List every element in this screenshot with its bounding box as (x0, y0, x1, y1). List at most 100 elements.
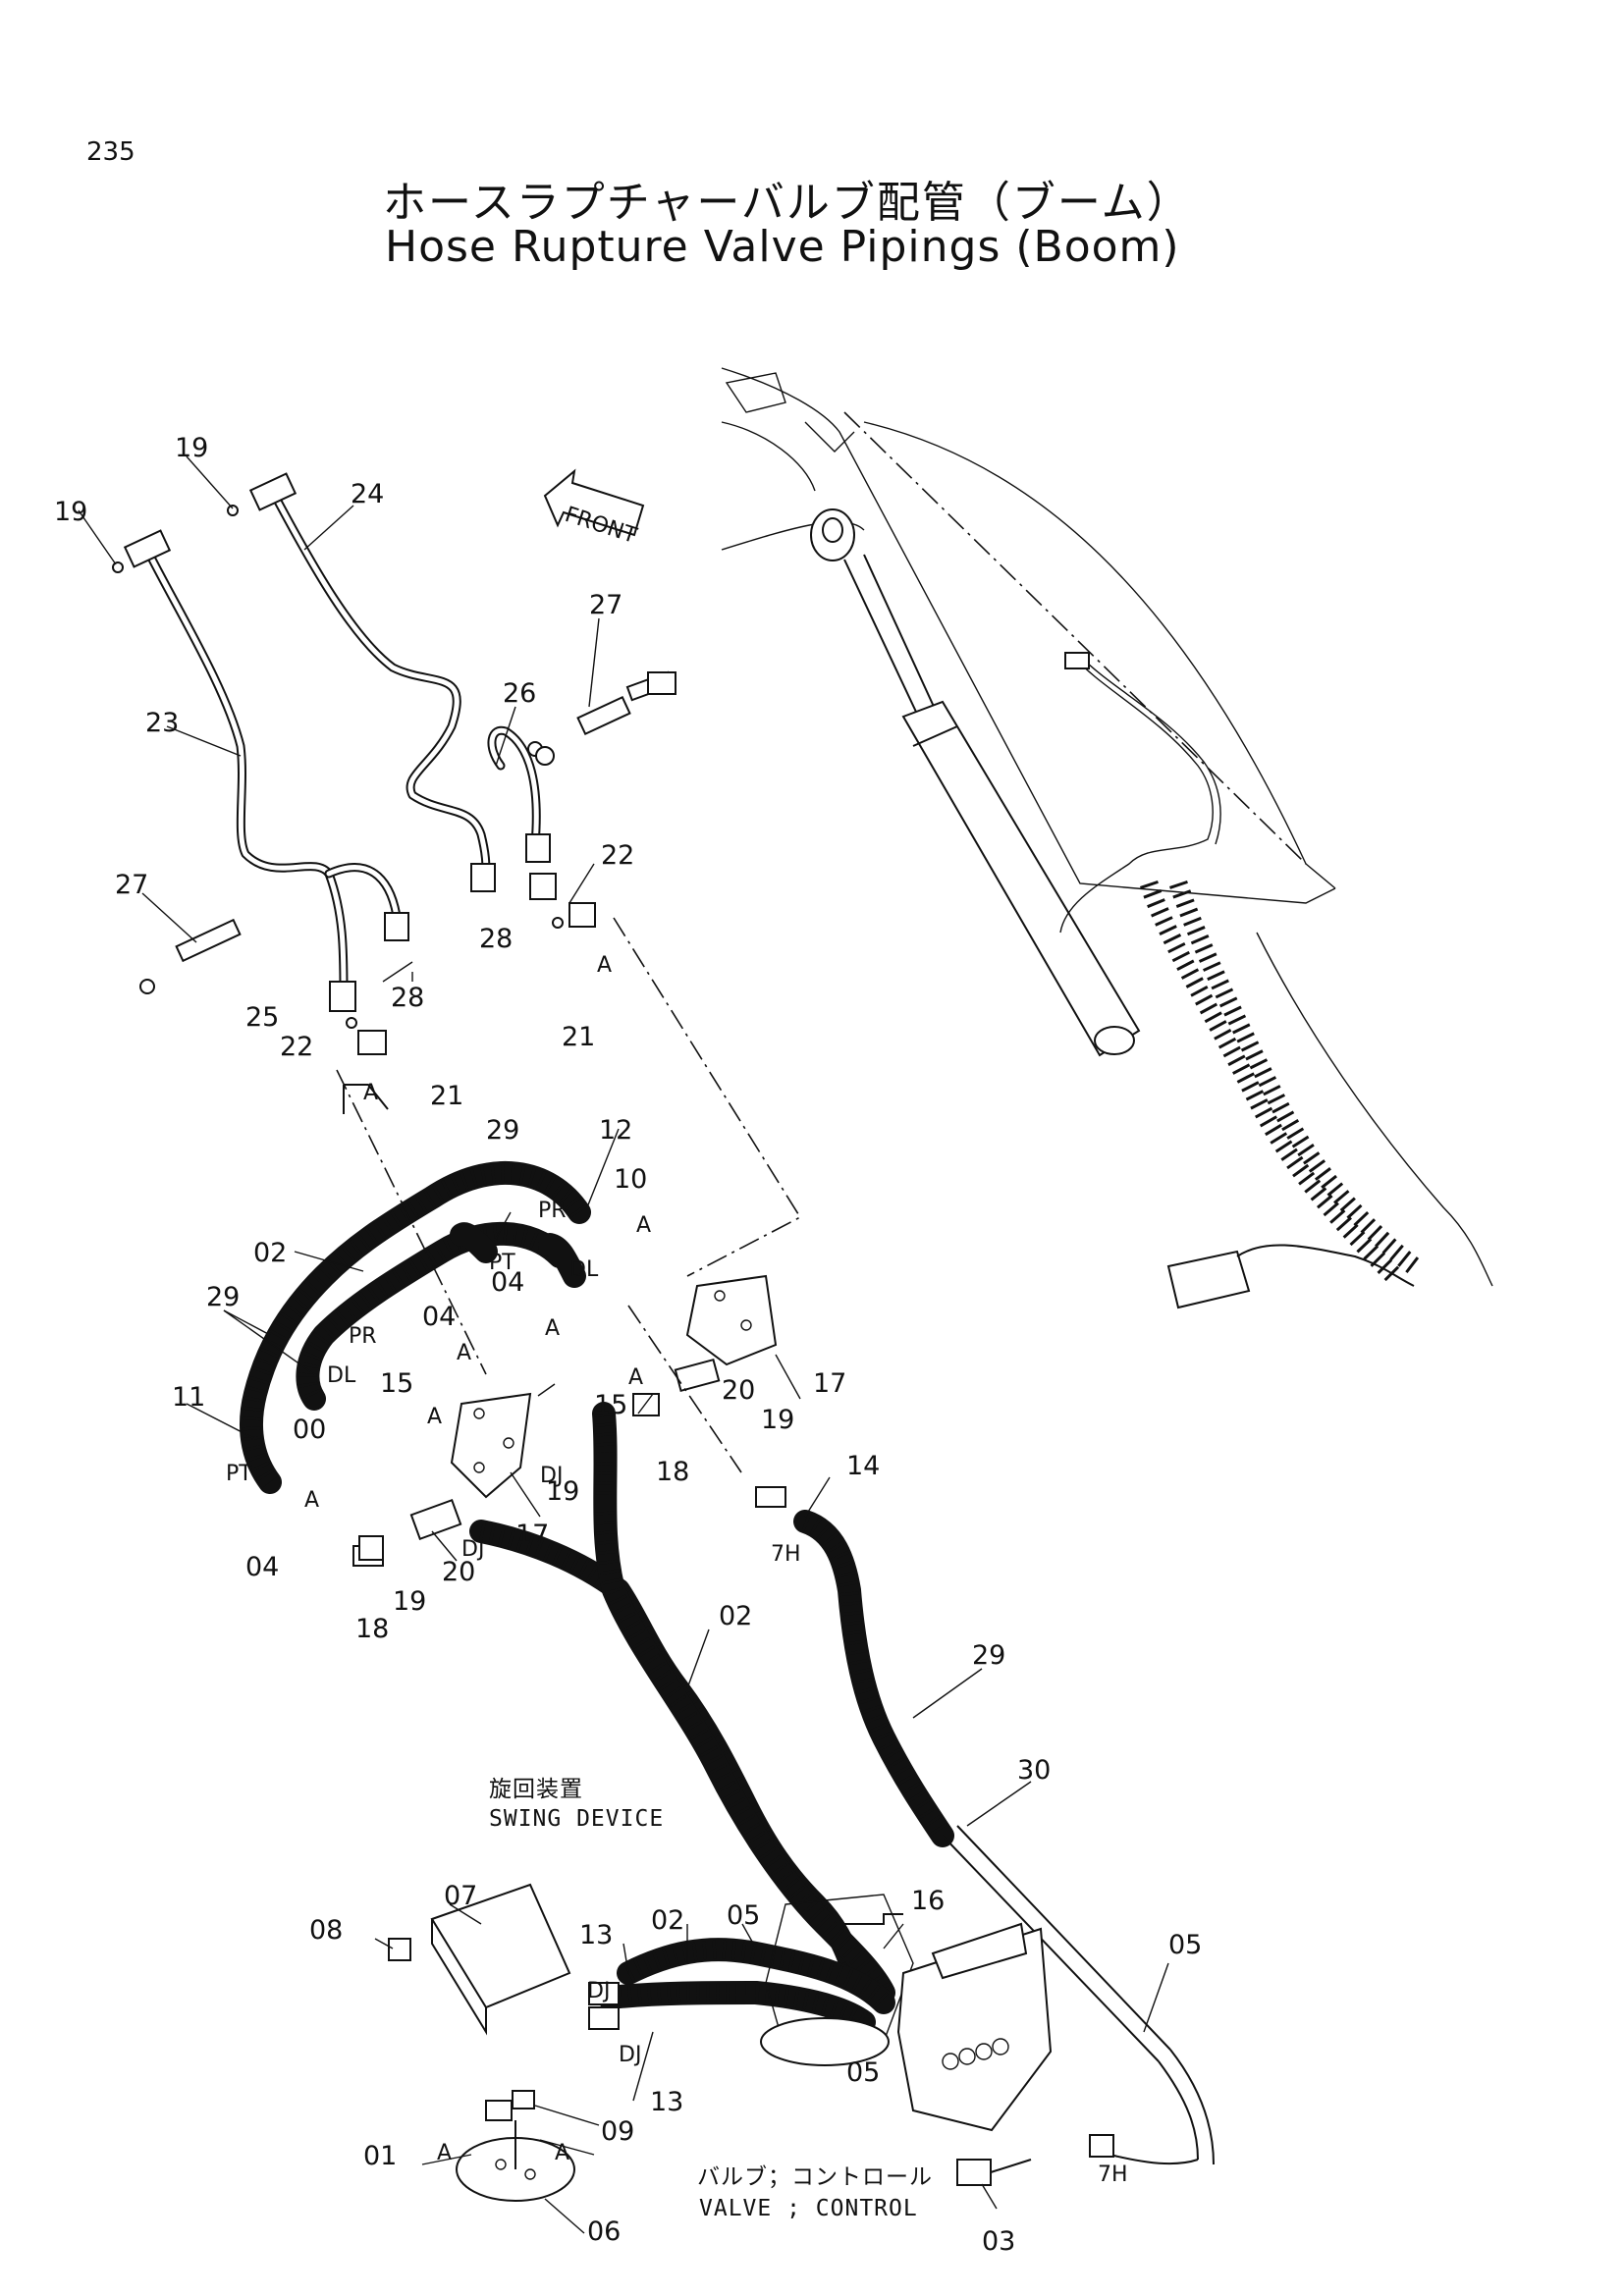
callout-label: 22 (601, 840, 634, 871)
callout-label: 04 (245, 1552, 279, 1582)
valve-control-en: VALVE ; CONTROL (699, 2196, 918, 2221)
notes: 旋回装置 SWING DEVICE バルブ；コントロール VALVE ; CON… (489, 1777, 933, 2221)
callout-label: 13 (650, 2087, 683, 2117)
group-mark: A (427, 1405, 442, 1429)
port-label: PR (538, 1199, 567, 1223)
callout-label: 07 (444, 1881, 477, 1911)
callout-label: 09 (601, 2116, 634, 2147)
leader-lines (336, 917, 802, 1473)
port-label: DJ (540, 1464, 563, 1488)
callout-label: 30 (1017, 1755, 1051, 1786)
callout-label: 28 (479, 924, 513, 954)
pipe-24 (270, 491, 491, 879)
port-label: 7H (1098, 2163, 1128, 2187)
callout-label: 19 (761, 1405, 794, 1435)
callout-labels: 19 19 24 27 26 23 27 22 28 28 25 21 22 2… (54, 433, 1202, 2257)
callout-label: 21 (562, 1022, 595, 1052)
group-mark: A (628, 1365, 643, 1390)
callout-label: 04 (422, 1302, 456, 1332)
callout-label: 27 (115, 870, 148, 900)
swing-device (760, 1894, 914, 2066)
port-label: PT (489, 1251, 515, 1275)
port-label: 7H (771, 1542, 801, 1567)
group-mark: A (457, 1341, 471, 1365)
front-arrow: FRONT (543, 468, 645, 549)
callout-label: 02 (719, 1601, 752, 1631)
boom-piping (1059, 652, 1493, 1309)
title-english: Hose Rupture Valve Pipings (Boom) (385, 222, 1180, 272)
callout-label: 29 (972, 1640, 1005, 1671)
port-label: DJ (587, 1979, 610, 2003)
callout-leaders (78, 455, 1169, 2234)
callout-label: 20 (722, 1375, 755, 1406)
group-mark: A (304, 1488, 319, 1513)
callout-label: 16 (911, 1886, 945, 1916)
callout-label: 28 (391, 983, 424, 1013)
callout-label: 05 (727, 1900, 760, 1931)
boom-structure (721, 367, 1336, 904)
group-mark: A (437, 2141, 452, 2165)
callout-label: 02 (253, 1238, 287, 1268)
callout-label: 12 (599, 1115, 632, 1146)
callout-label: 05 (846, 2057, 880, 2088)
group-mark: A (555, 2141, 569, 2165)
hose-bundle-lower (469, 1402, 895, 2034)
callout-label: 24 (351, 479, 384, 509)
flange-plate-06 (456, 2090, 575, 2202)
callout-label: 18 (656, 1457, 689, 1487)
pipe-23 (142, 545, 403, 996)
callout-label: 25 (245, 1002, 279, 1033)
port-label: DJ (619, 2043, 641, 2067)
upper-fittings (112, 472, 676, 1055)
swing-device-en: SWING DEVICE (489, 1806, 664, 1832)
callout-label: 29 (486, 1115, 519, 1146)
callout-label: 19 (54, 497, 87, 527)
callout-label: 03 (982, 2226, 1015, 2257)
callout-label: 06 (587, 2216, 621, 2247)
group-mark: A (597, 953, 612, 978)
callout-label: 18 (355, 1614, 389, 1644)
callout-label: 13 (579, 1920, 613, 1950)
callout-label: 26 (503, 678, 536, 709)
callout-label: 15 (380, 1368, 413, 1399)
callout-label: 17 (515, 1520, 549, 1550)
callout-label: 14 (846, 1451, 880, 1481)
boom-cylinder (810, 508, 1141, 1057)
callout-label: 23 (145, 708, 179, 738)
callout-label: 19 (546, 1476, 579, 1507)
callout-label: 02 (651, 1905, 684, 1936)
port-label: PT (226, 1462, 252, 1486)
group-mark: A (636, 1213, 651, 1238)
callout-label: 17 (813, 1368, 846, 1399)
port-label: DL (327, 1363, 356, 1388)
callout-label: 10 (614, 1164, 647, 1195)
page-number: 235 (86, 137, 135, 167)
callout-label: 19 (393, 1586, 426, 1617)
title-japanese: ホースラプチャーバルブ配管（ブーム） (383, 178, 1192, 228)
hose-29-right (793, 1510, 1215, 2165)
port-label: DL (569, 1257, 599, 1282)
swing-device-jp: 旋回装置 (489, 1777, 583, 1802)
callout-label: 19 (175, 433, 208, 463)
callout-label: 04 (491, 1267, 524, 1298)
pipe-26 (487, 725, 541, 849)
rupture-valve-right (685, 1274, 778, 1366)
callout-label: 05 (1168, 1930, 1202, 1960)
callout-label: 00 (293, 1415, 326, 1445)
port-label: PR (349, 1324, 377, 1349)
callout-label: 15 (594, 1390, 627, 1420)
lower-fittings (358, 1486, 1114, 2158)
rupture-valve-left (450, 1392, 532, 1499)
callout-label: 21 (430, 1081, 463, 1111)
callout-label: 20 (442, 1557, 475, 1587)
callout-label: 22 (280, 1032, 313, 1062)
valve-control-jp: バルブ；コントロール (697, 2164, 933, 2190)
callout-label: 11 (172, 1382, 205, 1413)
callout-label: 29 (206, 1282, 240, 1312)
group-marks: A A A A A A A A A A (304, 953, 651, 2165)
callout-label: 08 (309, 1915, 343, 1946)
control-valve (896, 1922, 1053, 2186)
callout-label: 01 (363, 2141, 397, 2171)
